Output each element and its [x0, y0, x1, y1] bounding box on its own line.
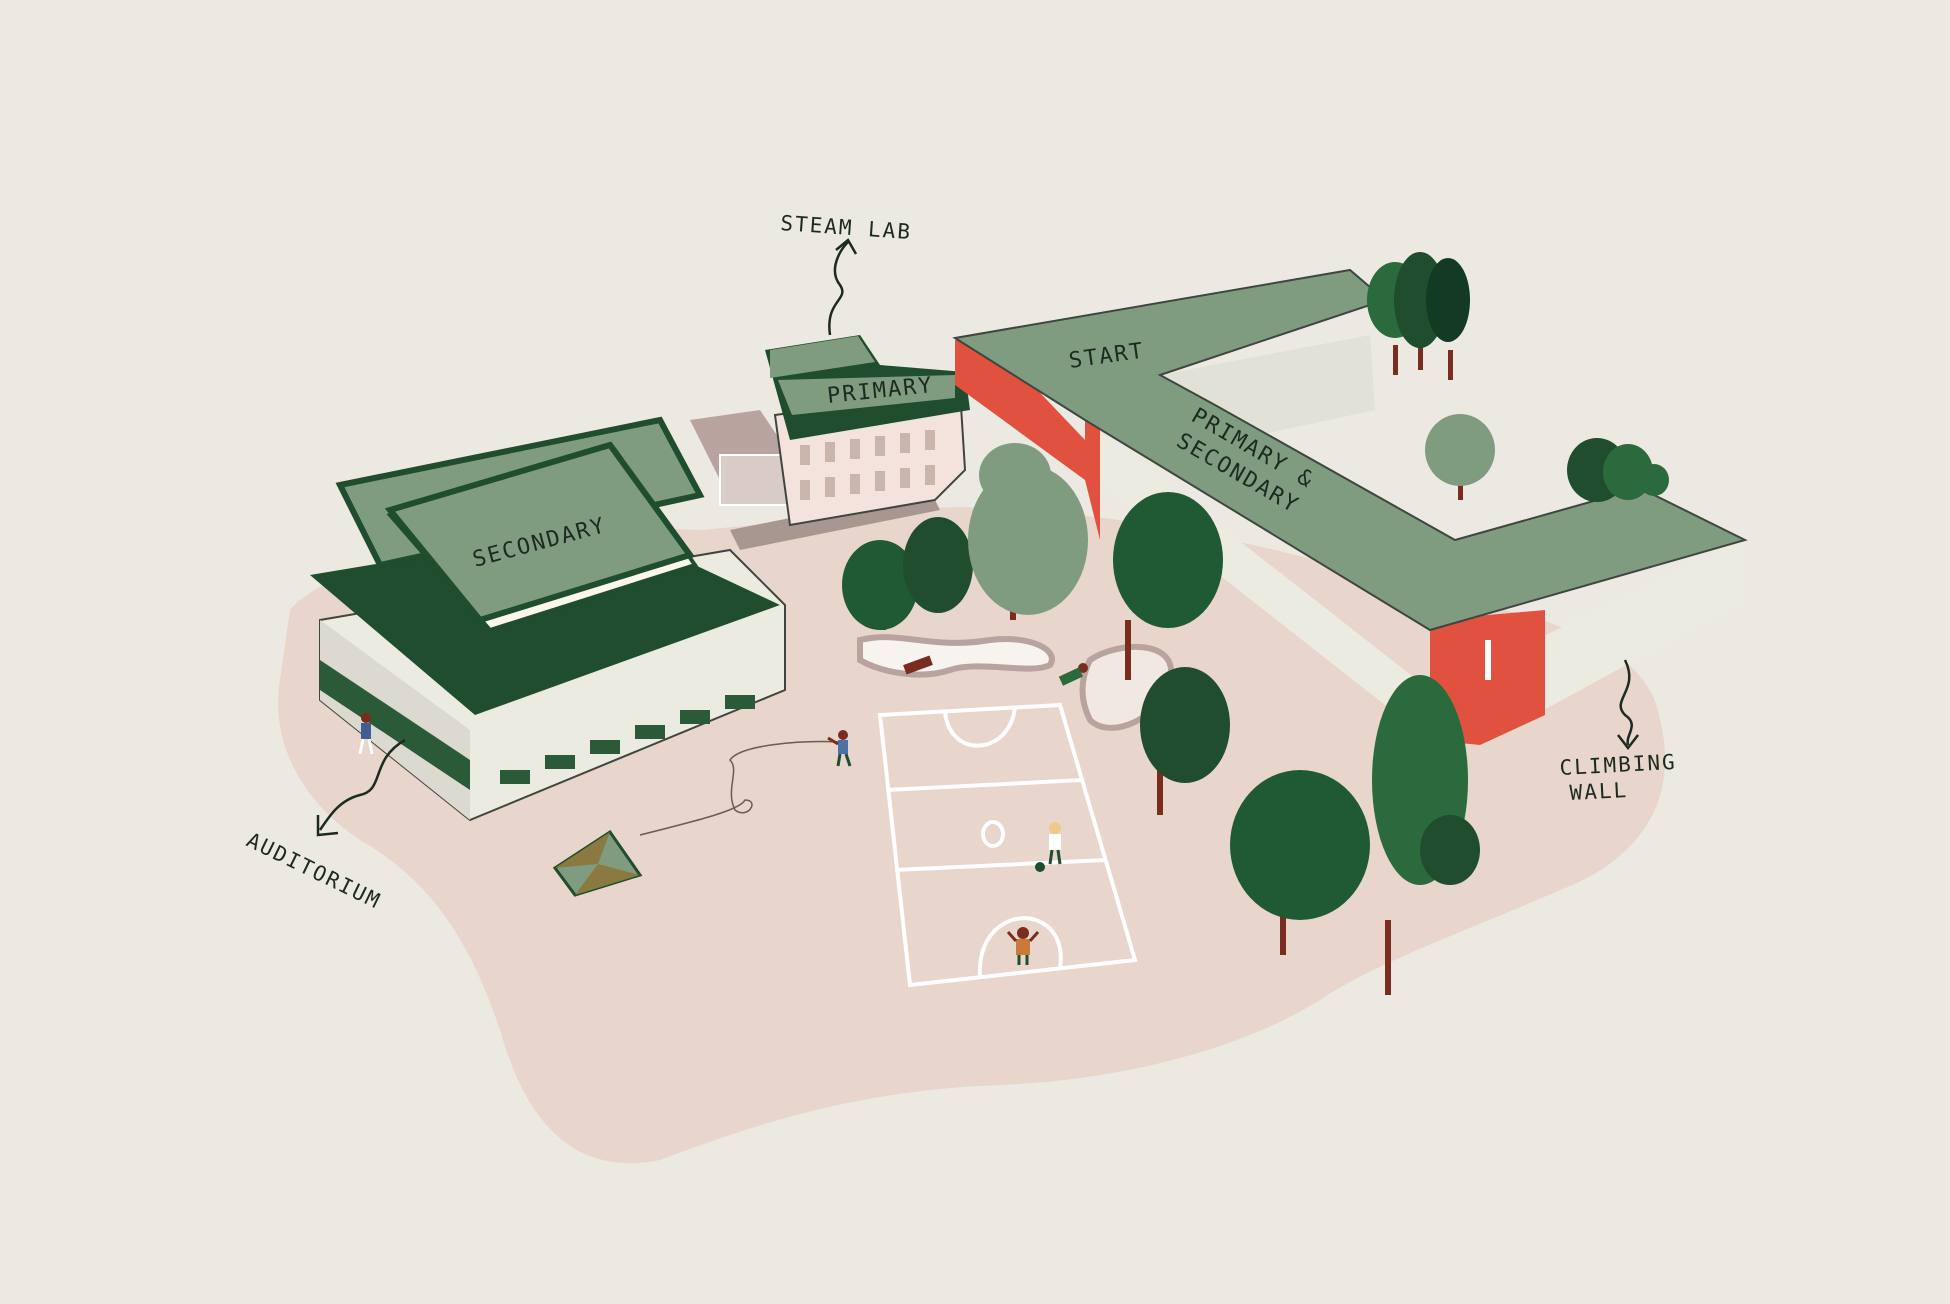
primary-building: PRIMARY [765, 335, 970, 527]
people [358, 663, 1088, 965]
sports-court [877, 702, 1138, 988]
person-kite-flyer [827, 730, 852, 767]
climbing-wall-pointer: CLIMBING WALL [1559, 659, 1677, 805]
trees [842, 252, 1669, 995]
person-sitting [1058, 663, 1088, 686]
person-goalkeeper [1006, 927, 1040, 965]
planter [857, 634, 1175, 731]
kite [552, 740, 841, 897]
person-near-auditorium [358, 713, 374, 755]
small-court [719, 454, 791, 506]
secondary-building: SECONDARY [310, 416, 786, 822]
steam-lab-pointer: STEAM LAB [780, 211, 913, 336]
climbing-wall-label-2: WALL [1569, 778, 1629, 805]
person-court-player [1035, 822, 1062, 872]
steam-lab-label: STEAM LAB [780, 211, 913, 244]
